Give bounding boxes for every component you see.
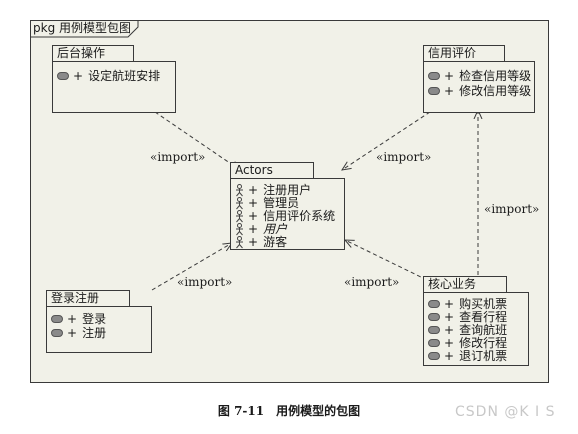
package-backend-name: 后台操作 [57, 46, 106, 60]
item-label: 查询航班 [459, 323, 508, 337]
item-label: 修改信用等级 [459, 84, 532, 98]
operation-icon [428, 87, 440, 95]
visibility-marker: + [444, 69, 455, 83]
item-label: 检查信用等级 [459, 69, 532, 83]
import-arrow-backend-to-actors [154, 111, 240, 170]
visibility-marker: + [444, 84, 455, 98]
package-core-body: + 购买机票 + 查看行程 + 查询航班 + 修改行程 + 退订机票 [423, 292, 529, 366]
package-actors-tab: Actors [230, 162, 314, 178]
list-item: + 注册 [51, 326, 106, 340]
visibility-marker: + [248, 235, 259, 249]
package-login-body: + 登录 + 注册 [46, 306, 152, 353]
list-item: + 游客 [235, 235, 287, 249]
actor-icon [235, 235, 244, 249]
list-item: + 登录 [51, 312, 106, 326]
package-core-name: 核心业务 [428, 277, 477, 291]
item-label: 注册用户 [263, 183, 312, 197]
operation-icon [57, 72, 69, 80]
import-label-backend: «import» [150, 150, 206, 164]
visibility-marker: + [444, 310, 455, 324]
watermark: CSDN @K I S [455, 404, 556, 420]
item-label: 用户 [263, 222, 288, 236]
package-login-tab: 登录注册 [46, 290, 130, 306]
visibility-marker: + [67, 312, 78, 326]
visibility-marker: + [444, 336, 455, 350]
package-actors-name: Actors [235, 163, 273, 177]
item-label: 游客 [263, 235, 288, 249]
list-item: + 注册用户 [235, 183, 311, 197]
item-label: 登录 [82, 312, 107, 326]
package-credit-name: 信用评价 [428, 46, 477, 60]
package-actors-body: + 注册用户 + 管理员 + 信用评价系统 + 用户 + 游客 [230, 178, 345, 250]
list-item: + 修改行程 [428, 336, 507, 350]
item-label: 管理员 [263, 196, 300, 210]
operation-icon [428, 326, 440, 334]
item-label: 信用评价系统 [263, 209, 336, 223]
operation-icon [51, 315, 63, 323]
item-label: 查看行程 [459, 310, 508, 324]
frame-tab-outline [30, 20, 139, 38]
visibility-marker: + [444, 323, 455, 337]
list-item: + 购买机票 [428, 297, 507, 311]
package-backend-tab: 后台操作 [52, 45, 134, 61]
operation-icon [428, 339, 440, 347]
import-label-core: «import» [344, 275, 400, 289]
import-label-login: «import» [177, 275, 233, 289]
import-arrow-core-to-actors [345, 240, 428, 281]
figure-caption: 图 7-11 用例模型的包图 [217, 404, 361, 418]
list-item: + 设定航班安排 [57, 69, 160, 83]
visibility-marker: + [67, 326, 78, 340]
item-label: 修改行程 [459, 336, 508, 350]
package-credit-tab: 信用评价 [423, 45, 505, 61]
list-item: + 信用评价系统 [235, 209, 335, 223]
package-core-tab: 核心业务 [423, 276, 507, 292]
actor-icon [235, 209, 244, 223]
visibility-marker: + [248, 222, 259, 236]
visibility-marker: + [444, 349, 455, 363]
operation-icon [428, 352, 440, 360]
operation-icon [51, 329, 63, 337]
operation-icon [428, 72, 440, 80]
operation-icon [428, 313, 440, 321]
package-login-name: 登录注册 [51, 291, 100, 305]
list-item: + 检查信用等级 [428, 69, 531, 83]
visibility-marker: + [73, 69, 84, 83]
actor-icon [235, 183, 244, 197]
import-arrow-login-to-actors [151, 243, 232, 291]
list-item: + 查看行程 [428, 310, 507, 324]
operation-icon [428, 300, 440, 308]
package-backend-body: + 设定航班安排 [52, 61, 176, 113]
item-label: 注册 [82, 326, 107, 340]
list-item: + 修改信用等级 [428, 84, 531, 98]
item-label: 退订机票 [459, 349, 508, 363]
import-arrow-credit-to-actors [342, 111, 431, 170]
actor-icon [235, 196, 244, 210]
list-item: + 查询航班 [428, 323, 507, 337]
actor-icon [235, 222, 244, 236]
visibility-marker: + [248, 209, 259, 223]
import-label-credit: «import» [376, 150, 432, 164]
list-item: + 管理员 [235, 196, 299, 210]
list-item: + 用户 [235, 222, 287, 236]
list-item: + 退订机票 [428, 349, 507, 363]
frame-label: pkg 用例模型包图 [33, 21, 131, 35]
visibility-marker: + [248, 196, 259, 210]
visibility-marker: + [444, 297, 455, 311]
visibility-marker: + [248, 183, 259, 197]
import-label-core-credit: «import» [484, 202, 540, 216]
item-label: 购买机票 [459, 297, 508, 311]
package-credit-body: + 检查信用等级 + 修改信用等级 [423, 61, 535, 113]
item-label: 设定航班安排 [88, 69, 161, 83]
